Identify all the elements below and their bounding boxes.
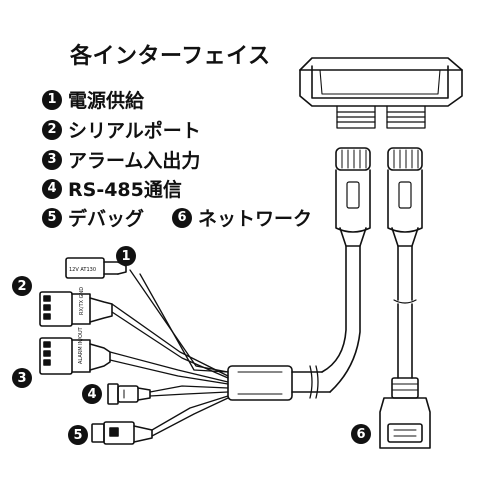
legend-label: 電源供給	[68, 90, 145, 112]
legend-item-serial: 2 シリアルポート	[42, 116, 201, 143]
legend-number: 3	[42, 149, 62, 170]
legend-item-debug: 5 デバッグ	[42, 204, 144, 231]
marker-alarm: 3	[12, 368, 32, 388]
left-cable-connector	[335, 147, 371, 247]
device-housing	[299, 57, 463, 129]
alarm-connector-label: ALARM IN/OUT	[78, 326, 84, 364]
legend-number: 4	[42, 178, 62, 199]
legend-label: ネットワーク	[198, 208, 313, 230]
main-cable	[227, 245, 361, 401]
legend-item-alarm: 3 アラーム入出力	[42, 146, 200, 173]
marker-debug: 5	[68, 425, 88, 445]
alarm-terminal-connector: ALARM IN/OUT	[39, 326, 111, 375]
breakout-wires	[109, 269, 229, 437]
legend-item-rs485: 4 RS-485通信	[42, 175, 182, 202]
legend-number: 5	[42, 207, 62, 228]
serial-connector-label: RX/TX GND	[79, 287, 85, 315]
marker-serial: 2	[12, 276, 32, 296]
legend-label: RS-485通信	[68, 179, 182, 201]
legend-item-network: 6 ネットワーク	[172, 204, 312, 231]
legend-number: 1	[42, 89, 62, 110]
power-connector-label: 12V AT130	[69, 267, 96, 273]
marker-rs485: 4	[82, 384, 102, 404]
marker-power: 1	[116, 246, 136, 266]
diagram-title: 各インターフェイス	[70, 44, 271, 69]
marker-network: 6	[351, 424, 371, 444]
right-cable-connector	[387, 147, 423, 247]
legend-label: デバッグ	[68, 208, 145, 230]
network-cable	[379, 245, 431, 449]
legend-number: 6	[172, 207, 192, 228]
legend-label: シリアルポート	[68, 120, 201, 142]
rs485-connector	[107, 383, 151, 405]
serial-terminal-connector: RX/TX GND	[39, 287, 113, 327]
debug-connector	[91, 421, 153, 445]
legend-item-power: 1 電源供給	[42, 86, 144, 113]
legend-number: 2	[42, 119, 62, 140]
legend-label: アラーム入出力	[68, 150, 201, 172]
